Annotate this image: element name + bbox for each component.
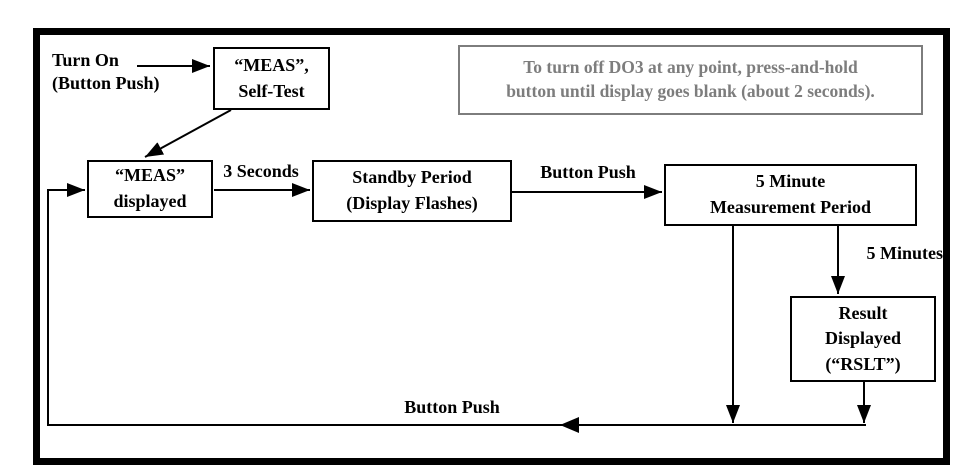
node-meas-displayed: “MEAS” displayed — [87, 160, 213, 218]
turn-on-label: Turn On (Button Push) — [52, 50, 160, 94]
node-measurement-period: 5 Minute Measurement Period — [664, 164, 917, 226]
edge-label-3-seconds: 3 Seconds — [223, 161, 299, 181]
node-standby-period: Standby Period (Display Flashes) — [312, 160, 512, 222]
edge-label-button-push-bottom: Button Push — [404, 397, 500, 417]
node-self-test: “MEAS”, Self-Test — [213, 47, 330, 110]
edge-label-button-push-top: Button Push — [540, 162, 636, 182]
turn-off-note-box: To turn off DO3 at any point, press-and-… — [458, 45, 923, 115]
edge-label-5-minutes: 5 Minutes — [866, 243, 944, 263]
node-result-displayed: Result Displayed (“RSLT”) — [790, 296, 936, 382]
